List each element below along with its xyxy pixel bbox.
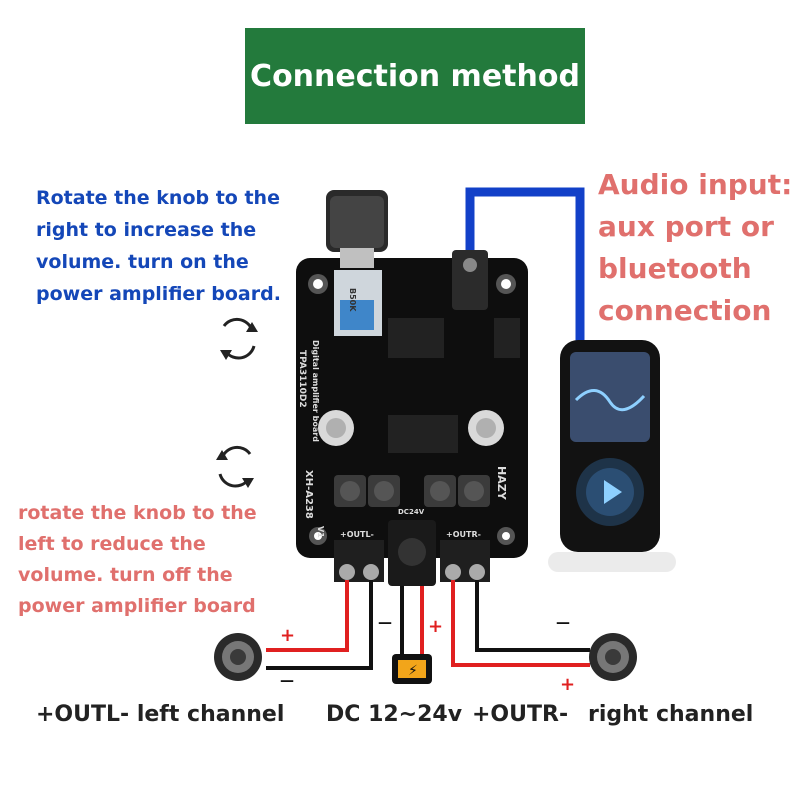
audio-input-line: connection	[598, 294, 772, 327]
left-plus-sign: +	[280, 625, 295, 646]
version-label: V1	[316, 526, 325, 538]
rotate-right-line: Rotate the knob to the	[36, 187, 280, 209]
aux-cable	[465, 187, 585, 345]
left-terminal-label: +OUTL-	[340, 530, 374, 539]
right-terminal-label: +OUTR-	[446, 530, 481, 539]
rotate-left-line: power amplifier board	[18, 595, 256, 617]
pot-label: B50K	[348, 288, 357, 312]
left-channel-label: +OUTL- left channel	[36, 702, 285, 727]
right-speaker-icon	[589, 633, 637, 681]
volume-knob[interactable]	[326, 190, 388, 268]
left-speaker-icon	[214, 633, 262, 681]
title-banner: Connection method	[245, 28, 585, 124]
bottom-labels: +OUTL- left channel DC 12~24v +OUTR- rig…	[0, 702, 800, 742]
right-channel-label: right channel	[588, 702, 754, 727]
right-minus-sign: —	[556, 615, 570, 631]
model-label: XH-A238	[303, 470, 314, 519]
amp-chip	[388, 318, 444, 358]
mp3-player[interactable]	[548, 340, 676, 572]
wires	[266, 580, 590, 670]
board-label: Digital amplifier board	[311, 340, 320, 442]
left-minus-sign: —	[280, 673, 294, 689]
rotate-left-line: volume. turn off the	[18, 564, 233, 586]
battery-icon: ⚡	[392, 654, 432, 684]
page-title: Connection method	[250, 58, 580, 94]
dc-voltage-label: DC 12~24v	[326, 702, 463, 727]
amplifier-board	[296, 190, 528, 586]
rotate-left-line: left to reduce the	[18, 533, 206, 555]
audio-input-line: aux port or	[598, 210, 774, 243]
aux-jack[interactable]	[452, 250, 488, 310]
play-icon[interactable]	[604, 480, 622, 504]
rotate-right-line: power amplifier board.	[36, 283, 281, 305]
rotate-right-line: volume. turn on the	[36, 251, 249, 273]
chip-label: TPA3110D2	[297, 350, 307, 408]
rotate-counterclockwise-icon	[216, 445, 254, 488]
right-plus-sign: +	[560, 674, 575, 695]
audio-input-line: bluetooth	[598, 252, 752, 285]
svg-text:⚡: ⚡	[408, 663, 418, 679]
dc-label: DC24V	[398, 508, 425, 516]
dc-minus-sign: —	[378, 615, 392, 631]
audio-input-line: Audio input:	[598, 168, 793, 201]
rotate-right-line: right to increase the	[36, 219, 257, 241]
dc-plus-sign: +	[428, 616, 443, 637]
right-terminal-text: +OUTR-	[472, 702, 569, 727]
rotate-clockwise-icon	[220, 317, 258, 360]
brand-label: HAZY	[495, 466, 508, 501]
rotate-left-line: rotate the knob to the	[18, 502, 257, 524]
